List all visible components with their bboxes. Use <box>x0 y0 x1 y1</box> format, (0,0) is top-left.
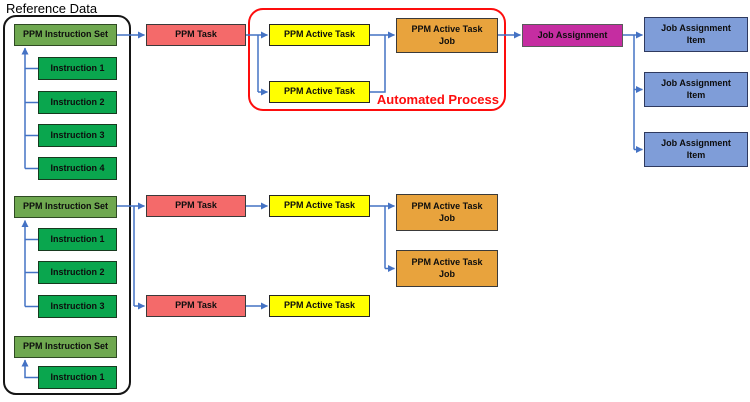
ppm-active-task-job-2a: PPM Active Task Job <box>396 194 498 231</box>
reference-data-label: Reference Data <box>6 1 98 16</box>
instruction-1-1: Instruction 1 <box>38 57 117 80</box>
ppm-task-2: PPM Task <box>146 195 246 217</box>
job-assignment-item-1: Job Assignment Item <box>644 17 748 52</box>
ppm-instruction-set-3: PPM Instruction Set <box>14 336 117 358</box>
instruction-1-2: Instruction 2 <box>38 91 117 114</box>
instruction-3-1: Instruction 1 <box>38 366 117 389</box>
job-assignment-item-2: Job Assignment Item <box>644 72 748 107</box>
instruction-1-3: Instruction 3 <box>38 124 117 147</box>
ppm-task-3: PPM Task <box>146 295 246 317</box>
job-assignment: Job Assignment <box>522 24 623 47</box>
automated-process-label: Automated Process <box>376 92 499 107</box>
connector-instruction3-to-set3 <box>21 359 38 379</box>
instruction-2-1: Instruction 1 <box>38 228 117 251</box>
ppm-task-1: PPM Task <box>146 24 246 46</box>
instruction-2-2: Instruction 2 <box>38 261 117 284</box>
job-assignment-item-3: Job Assignment Item <box>644 132 748 167</box>
ppm-active-task-job-2b: PPM Active Task Job <box>396 250 498 287</box>
ppm-active-task-2: PPM Active Task <box>269 195 370 217</box>
ppm-active-task-job-1: PPM Active Task Job <box>396 18 498 53</box>
instruction-2-3: Instruction 3 <box>38 295 117 318</box>
ppm-instruction-set-2: PPM Instruction Set <box>14 196 117 218</box>
ppm-instruction-set-1: PPM Instruction Set <box>14 24 117 46</box>
automated-process-frame <box>248 8 506 111</box>
ppm-active-task-1b: PPM Active Task <box>269 81 370 103</box>
ppm-active-task-1a: PPM Active Task <box>269 24 370 46</box>
instruction-1-4: Instruction 4 <box>38 157 117 180</box>
connector-activetask1b-join <box>370 35 386 93</box>
ppm-active-task-3: PPM Active Task <box>269 295 370 317</box>
reference-data-frame <box>3 15 131 395</box>
